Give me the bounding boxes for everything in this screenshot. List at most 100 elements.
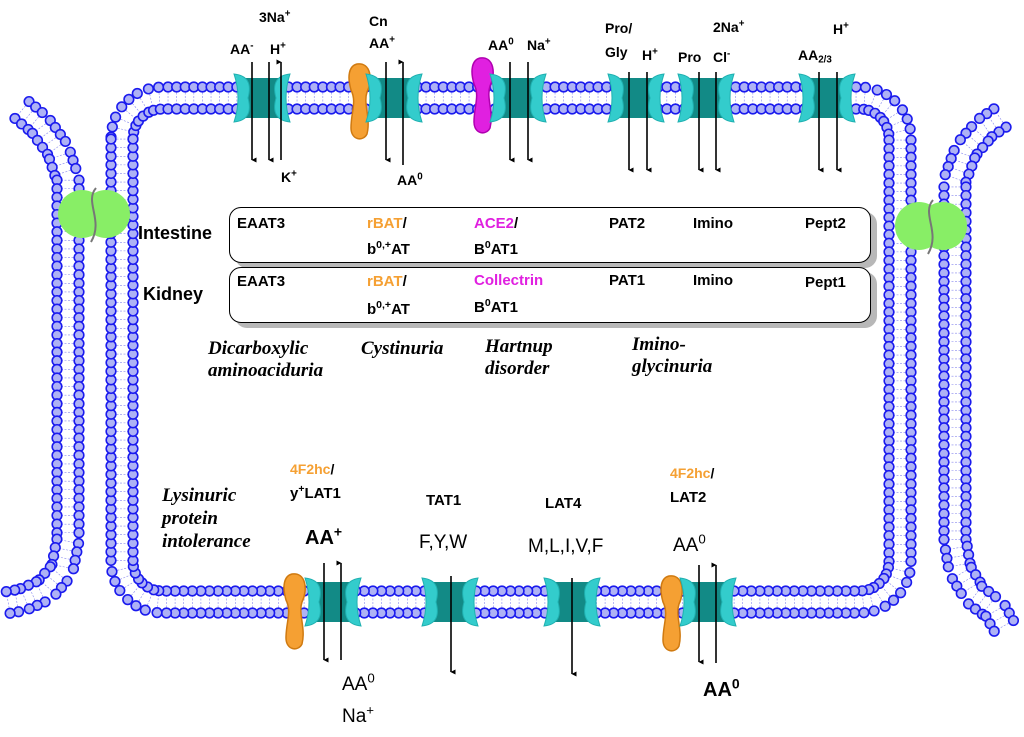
label-text: K	[281, 169, 292, 185]
kidney-box	[229, 267, 871, 323]
4f2hc-name: 4F2hc	[670, 465, 711, 481]
intestine-b0at1: B0AT1	[474, 240, 518, 258]
intestine-box	[229, 207, 871, 263]
kidney-pat1: PAT1	[609, 272, 646, 289]
lat4-substrates: M,L,I,V,F	[528, 536, 604, 557]
imino-transporter	[677, 73, 735, 123]
disease-line: Imino-	[632, 334, 686, 355]
eaat3-h: H+	[270, 40, 286, 56]
label-sup: +	[544, 36, 551, 48]
label-sup: -	[727, 48, 731, 60]
imino-2na: 2Na+	[713, 18, 745, 34]
intestine-eaat3: EAAT3	[237, 215, 286, 232]
label-sup: +	[333, 523, 343, 540]
pat-pro: Pro/	[605, 20, 633, 36]
label-sup: +	[652, 46, 658, 58]
slash: /	[330, 461, 335, 477]
label-text: H	[833, 21, 844, 37]
label-sup: 0	[508, 36, 514, 48]
label-text: AA	[230, 41, 251, 57]
kidney-b0at: b0,+AT	[367, 299, 410, 318]
kidney-rbat: rBAT/	[367, 274, 407, 289]
b-text: b	[367, 301, 377, 318]
B-text: B	[474, 241, 485, 258]
pept-h: H+	[833, 20, 849, 37]
slash: /	[402, 215, 407, 232]
left-cell-membrane	[0, 95, 85, 619]
slash: /	[402, 273, 407, 290]
label-text: 3Na	[259, 9, 285, 25]
label-sup: +	[291, 168, 297, 180]
b-sup: 0,+	[376, 239, 392, 252]
label-text: y	[290, 485, 299, 502]
label-sup: 0	[698, 531, 706, 547]
label-sup: +	[298, 483, 305, 496]
pat-h: H+	[642, 46, 658, 62]
disease-line: glycinuria	[632, 356, 713, 377]
disease-line: Dicarboxylic	[208, 338, 309, 359]
rbat-cn: Cn	[369, 13, 388, 29]
b0plus-at-transporter	[365, 73, 423, 123]
intestine-rbat: rBAT/	[367, 216, 407, 231]
tissue-label-kidney: Kidney	[143, 284, 204, 304]
label-text: Cl	[713, 49, 727, 65]
disease-line: intolerance	[162, 531, 251, 552]
ylat1-aa0: AA0	[342, 672, 375, 695]
label-sup: +	[284, 8, 291, 20]
slash: /	[710, 465, 715, 481]
intestine-b0at: b0,+AT	[367, 239, 410, 258]
disease-line: Cystinuria	[361, 338, 444, 359]
label-sup: -	[250, 40, 254, 52]
imino-cl: Cl-	[713, 48, 731, 65]
label-sup: +	[389, 34, 395, 46]
ylat1-4f2hc: 4F2hc/	[290, 462, 334, 476]
label-sup: 0	[731, 675, 740, 692]
lat2-transporter	[679, 577, 737, 627]
label-sup: +	[280, 40, 286, 52]
label-sup: 0	[367, 670, 375, 686]
eaat3-transporter	[233, 73, 291, 123]
rbat-subunit	[348, 63, 371, 140]
disease-line: disorder	[485, 358, 550, 379]
disease-line: protein	[162, 508, 218, 529]
y-lat1-transporter	[304, 577, 362, 627]
intestine-imino: Imino	[693, 215, 733, 232]
label-text: Na	[342, 706, 367, 727]
eaat3-k: K+	[281, 168, 297, 185]
b-sup: 0,+	[376, 299, 392, 312]
label-text: AA	[305, 527, 334, 549]
eaat3-3na: 3Na+	[259, 8, 291, 25]
lat2-4f2hc: 4F2hc/	[670, 466, 714, 480]
b0at1-na: Na+	[527, 36, 551, 53]
label-text: AA	[342, 674, 368, 695]
eaat3-aa: AA-	[230, 40, 254, 57]
intestine-pat2: PAT2	[609, 215, 646, 232]
b-text: b	[367, 241, 377, 258]
label-text: AA	[703, 679, 732, 701]
label-sup: +	[738, 18, 745, 30]
4f2hc-subunit-2	[660, 575, 683, 652]
kidney-b0at1: B0AT1	[474, 298, 518, 316]
rbat-name: rBAT	[367, 273, 403, 290]
B-text: B	[474, 299, 485, 316]
pat-gly: Gly	[605, 44, 628, 60]
pat-transporter	[607, 73, 665, 123]
kidney-eaat3: EAAT3	[237, 273, 286, 290]
ace2-name: ACE2	[474, 215, 515, 232]
tat1-transporter	[421, 577, 479, 627]
label-sup: +	[843, 20, 849, 32]
tat1-substrates: F,Y,W	[419, 532, 468, 553]
disease-line: aminoaciduria	[208, 360, 324, 381]
right-cell-membrane	[938, 103, 1020, 637]
b-rest: AT	[391, 301, 410, 318]
kidney-collectrin: Collectrin	[474, 273, 543, 288]
label-text: AA	[369, 35, 390, 51]
label-text: Na	[527, 37, 545, 53]
tat1-name: TAT1	[426, 492, 462, 509]
rbat-aa0: AA0	[397, 172, 423, 187]
intestine-ace2: ACE2/	[474, 216, 518, 231]
